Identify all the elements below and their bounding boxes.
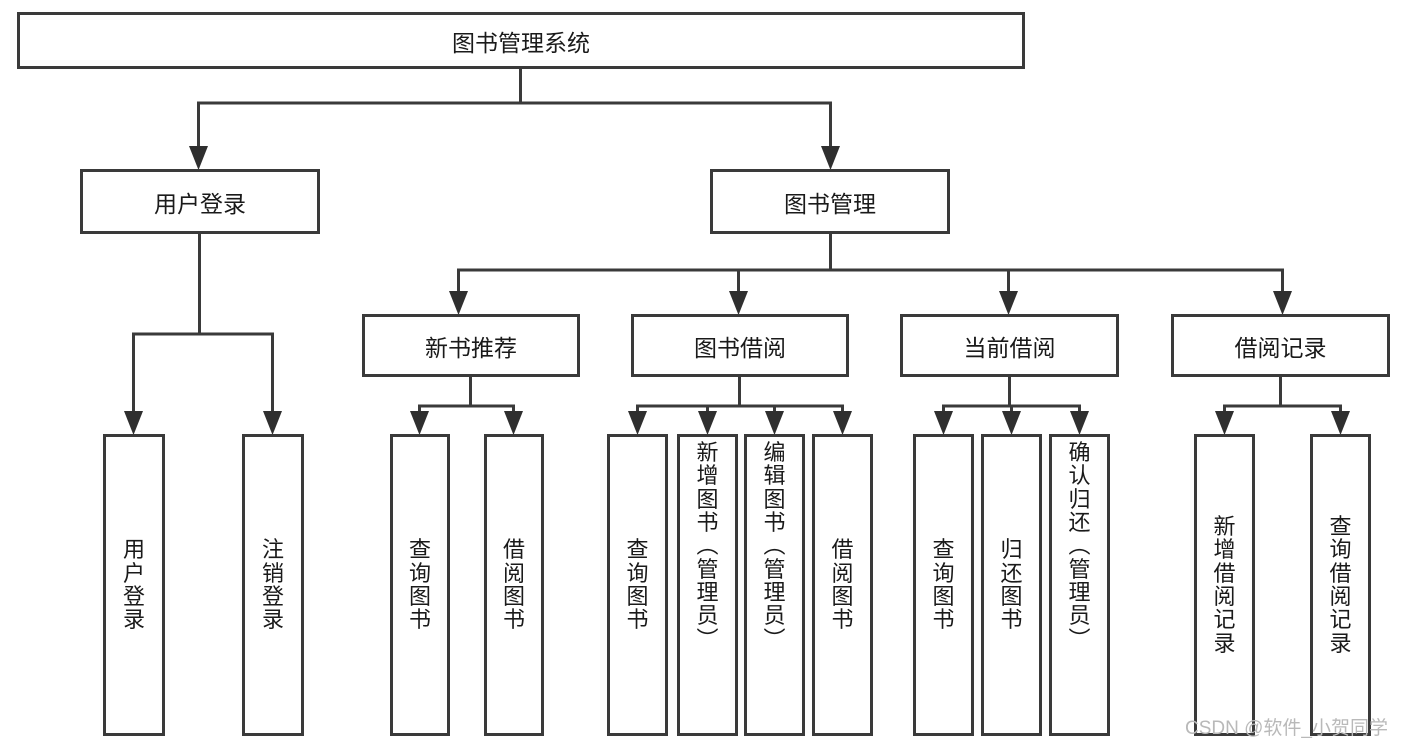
node-leaf-edit-book-box[interactable]	[744, 434, 805, 736]
node-borrow-record-box[interactable]	[1171, 314, 1390, 377]
node-current-borrow-box[interactable]	[900, 314, 1119, 377]
node-leaf-confirm-return-box[interactable]	[1049, 434, 1110, 736]
arrow-head-icon	[1273, 291, 1292, 315]
node-leaf-query-record-box[interactable]	[1310, 434, 1371, 736]
arrow-head-icon	[934, 411, 953, 435]
arrow-head-icon	[263, 411, 282, 435]
node-book-borrow-box[interactable]	[631, 314, 849, 377]
node-leaf-query-book-1-box[interactable]	[390, 434, 450, 736]
arrow-head-icon	[729, 291, 748, 315]
connector-newbook-to-leaves	[410, 373, 523, 435]
arrow-head-icon	[1215, 411, 1234, 435]
node-leaf-user-login-box[interactable]	[103, 434, 165, 736]
connector-currentborrow-to-leaves	[934, 373, 1089, 435]
node-user-login-box[interactable]	[80, 169, 320, 234]
node-root-box[interactable]	[17, 12, 1025, 69]
connector-bookborrow-to-leaves	[628, 373, 852, 435]
node-leaf-borrow-book-2-box[interactable]	[812, 434, 873, 736]
arrow-head-icon	[628, 411, 647, 435]
connector-borrowrecord-to-leaves	[1215, 373, 1350, 435]
node-leaf-borrow-book-1-box[interactable]	[484, 434, 544, 736]
arrow-head-icon	[1331, 411, 1350, 435]
arrow-head-icon	[999, 291, 1018, 315]
arrow-head-icon	[765, 411, 784, 435]
arrow-head-icon	[449, 291, 468, 315]
arrow-head-icon	[1002, 411, 1021, 435]
arrow-head-icon	[124, 411, 143, 435]
arrow-head-icon	[410, 411, 429, 435]
arrow-head-icon	[821, 146, 840, 170]
node-new-book-recommend-box[interactable]	[362, 314, 580, 377]
connector-root-to-level2	[189, 65, 840, 170]
arrow-head-icon	[504, 411, 523, 435]
arrow-head-icon	[698, 411, 717, 435]
connector-userlogin-to-leaves	[124, 230, 282, 435]
node-leaf-query-book-3-box[interactable]	[913, 434, 974, 736]
node-leaf-user-logout-box[interactable]	[242, 434, 304, 736]
node-leaf-return-book-box[interactable]	[981, 434, 1042, 736]
arrow-head-icon	[833, 411, 852, 435]
arrow-head-icon	[189, 146, 208, 170]
node-book-manage-box[interactable]	[710, 169, 950, 234]
node-leaf-query-book-2-box[interactable]	[607, 434, 668, 736]
connector-bookmanage-to-level3	[449, 230, 1292, 315]
node-leaf-add-record-box[interactable]	[1194, 434, 1255, 736]
arrow-head-icon	[1070, 411, 1089, 435]
node-leaf-add-book-box[interactable]	[677, 434, 738, 736]
